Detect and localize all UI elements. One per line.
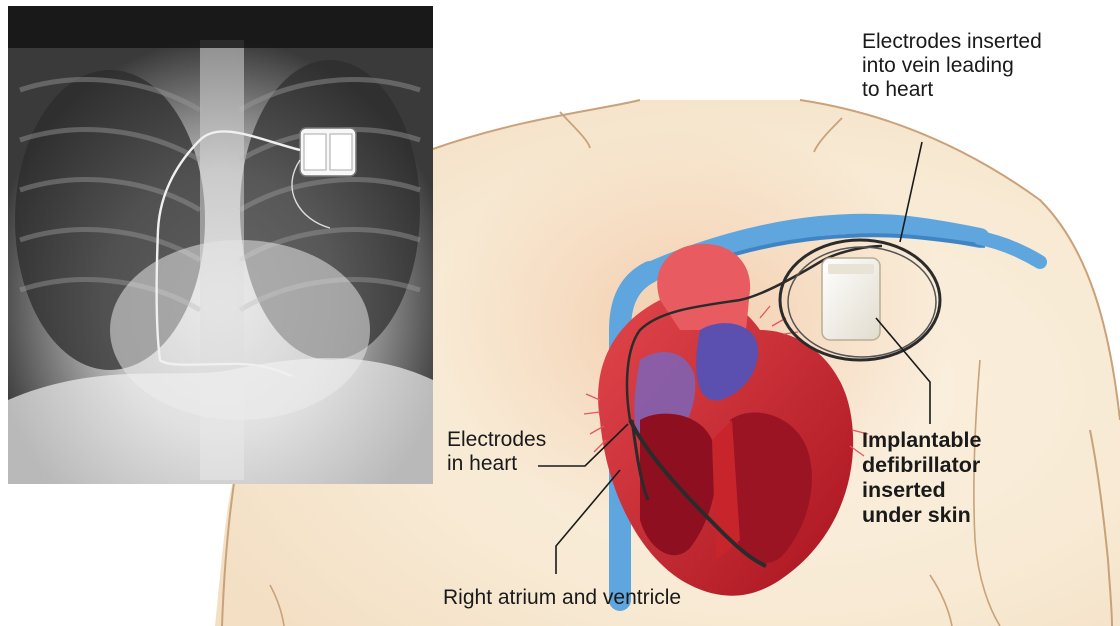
label-heart-electrodes: Electrodes in heart [447,428,546,476]
defibrillator-device [822,258,880,340]
label-defibrillator: Implantable defibrillator inserted under… [862,428,981,528]
label-right-atrium: Right atrium and ventricle [443,586,681,610]
label-vein-electrodes: Electrodes inserted into vein leading to… [862,30,1042,102]
xray-inset [8,6,433,484]
